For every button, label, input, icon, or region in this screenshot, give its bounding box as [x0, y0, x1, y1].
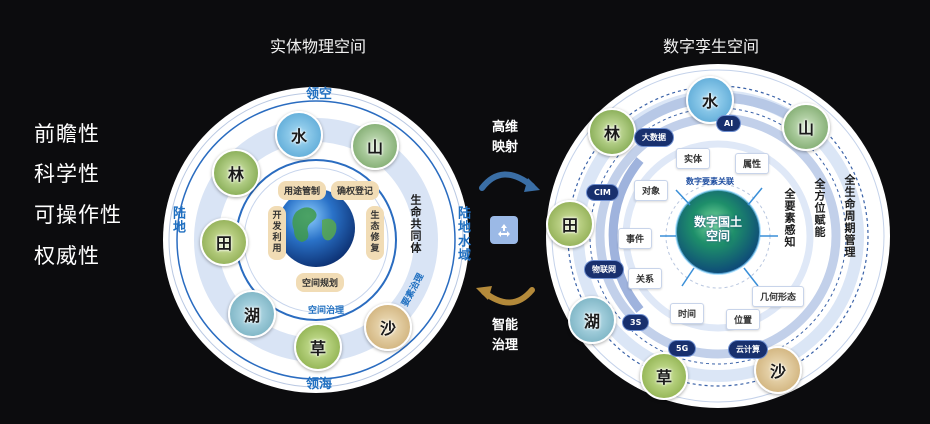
- land-water-label: 陆地水域: [455, 206, 470, 262]
- trait-2: 科学性: [34, 162, 100, 186]
- object-box: 对象: [634, 180, 669, 201]
- entity-box: 实体: [676, 148, 711, 169]
- full-element-sensing-label: 全要素感知: [783, 188, 796, 248]
- all-round-empower-label: 全方位赋能: [813, 178, 826, 238]
- mapping-arrows: [476, 171, 540, 306]
- forest-element: 林: [212, 149, 260, 197]
- space-governance-label: 空间治理: [308, 306, 345, 316]
- lake-element: 湖: [228, 290, 276, 338]
- mountain-element: 山: [351, 122, 399, 170]
- sea-label: 领海: [306, 377, 333, 392]
- lake-element: 湖: [568, 296, 616, 344]
- event-box: 事件: [618, 228, 653, 249]
- recycle-icon: [490, 216, 518, 244]
- location-box: 位置: [726, 309, 761, 330]
- digital-territory-core: 数字国土空间: [694, 215, 743, 243]
- land-label: 陆地: [170, 206, 185, 234]
- cloud-pill: 云计算: [728, 340, 768, 359]
- trait-4: 权威性: [34, 244, 100, 268]
- lifecycle-management-label: 全生命周期管理: [843, 174, 856, 258]
- mountain-element: 山: [782, 103, 830, 151]
- cim-pill: CIM: [586, 184, 619, 201]
- sand-element: 沙: [364, 303, 412, 351]
- ai-pill: AI: [716, 115, 742, 132]
- water-element: 水: [686, 76, 734, 124]
- attribute-box: 属性: [735, 153, 770, 174]
- geometry-box: 几何形态: [752, 286, 805, 307]
- smart-governance-label: 智能治理: [491, 318, 518, 353]
- development-tag: 开发利用: [268, 206, 286, 260]
- 5g-pill: 5G: [668, 340, 697, 357]
- field-element: 田: [200, 218, 248, 266]
- use-control-tag: 用途管制: [278, 181, 327, 200]
- high-dim-mapping-label: 高维映射: [491, 120, 518, 155]
- trait-3: 可操作性: [34, 203, 122, 227]
- iot-pill: 物联网: [584, 260, 624, 279]
- water-element: 水: [275, 111, 323, 159]
- physical-space-title: 实体物理空间: [270, 37, 367, 56]
- life-community-label: 生命共同体: [409, 194, 422, 254]
- trait-1: 前瞻性: [34, 122, 100, 146]
- grass-element: 草: [640, 352, 688, 400]
- digital-twin-title: 数字孪生空间: [663, 37, 760, 56]
- airspace-label: 领空: [306, 87, 333, 102]
- ecology-restore-tag: 生态修复: [366, 206, 384, 260]
- field-element: 田: [546, 200, 594, 248]
- big-data-pill: 大数据: [634, 128, 674, 147]
- grass-element: 草: [294, 323, 342, 371]
- time-box: 时间: [670, 303, 705, 324]
- space-planning-tag: 空间规划: [296, 273, 345, 292]
- relation-box: 关系: [628, 268, 663, 289]
- element-association-label: 数字要素关联: [686, 177, 734, 186]
- rights-registration-tag: 确权登记: [331, 181, 380, 200]
- forest-element: 林: [588, 108, 636, 156]
- 3s-pill: 3S: [622, 314, 650, 331]
